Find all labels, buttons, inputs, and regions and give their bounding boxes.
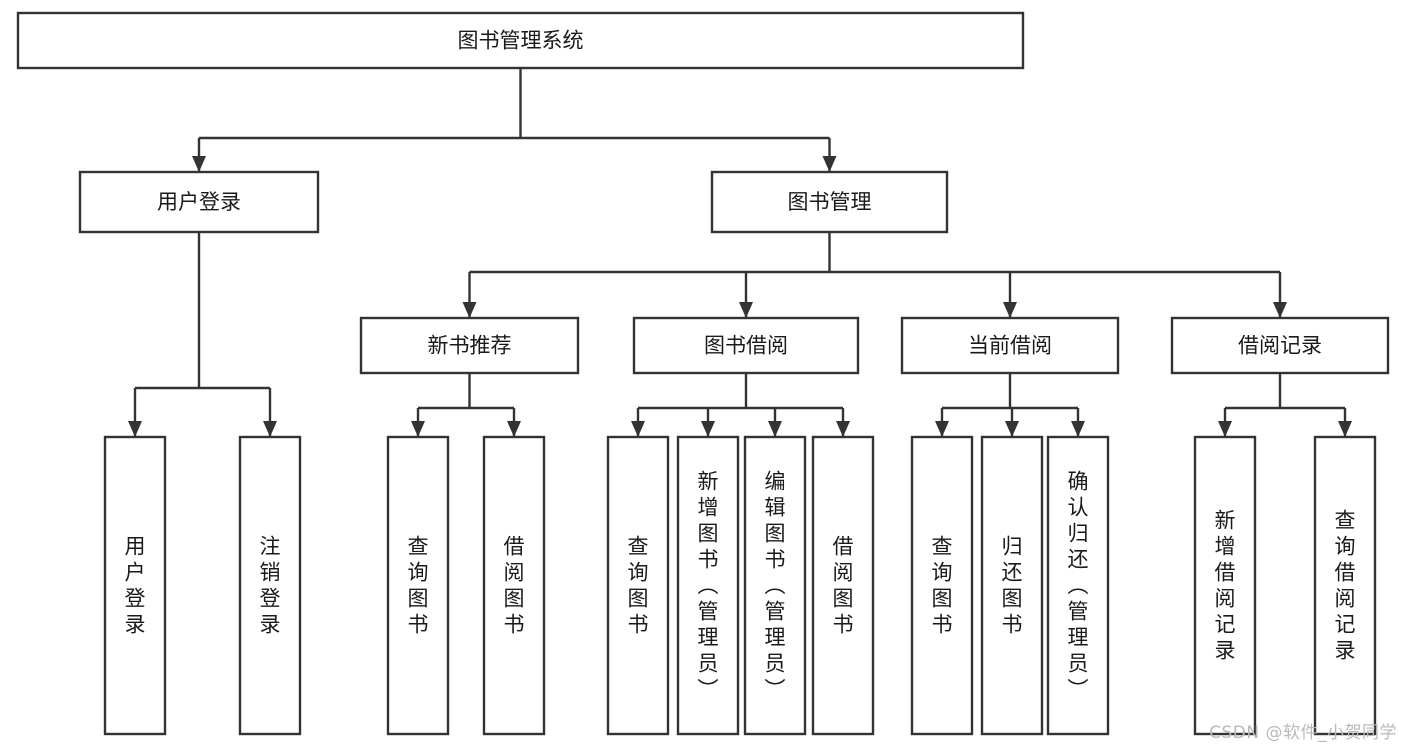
- node-leaf-rec-query-book[interactable]: 查询图书: [386, 435, 450, 736]
- node-box-leaf-record-query: [1313, 435, 1377, 736]
- node-new-book-rec[interactable]: 新书推荐: [359, 316, 580, 375]
- node-label-leaf-current-query-book: 查询图书: [932, 535, 953, 637]
- node-book-borrow[interactable]: 图书借阅: [632, 316, 860, 375]
- node-boxes-layer: 图书管理系统用户登录图书管理新书推荐图书借阅当前借阅借阅记录用户登录注销登录查询…: [16, 11, 1390, 736]
- node-leaf-borrow-add-book[interactable]: 新增图书︵管理员︶: [676, 435, 740, 736]
- node-leaf-user-login[interactable]: 用户登录: [103, 435, 167, 736]
- arrow-head-icon: [507, 421, 521, 437]
- arrow-head-icon: [1338, 421, 1352, 437]
- node-label-leaf-record-query: 查询借阅记录: [1335, 509, 1356, 663]
- node-box-leaf-borrow-lend-book: [811, 435, 875, 736]
- node-label-root: 图书管理系统: [458, 29, 584, 53]
- node-leaf-borrow-lend-book[interactable]: 借阅图书: [811, 435, 875, 736]
- node-box-leaf-borrow-add-book: [676, 435, 740, 736]
- node-label-leaf-borrow-edit-book: 编辑图书︵管理员︶: [765, 470, 786, 702]
- node-label-leaf-current-return-book: 归还图书: [1002, 535, 1023, 637]
- node-box-user-login: [78, 170, 320, 234]
- node-label-borrow-record: 借阅记录: [1238, 334, 1322, 358]
- arrow-head-icon: [128, 421, 142, 437]
- node-label-leaf-user-logout: 注销登录: [260, 535, 281, 637]
- node-box-leaf-current-confirm-return: [1046, 435, 1110, 736]
- node-user-login[interactable]: 用户登录: [78, 170, 320, 234]
- node-box-borrow-record: [1170, 316, 1390, 375]
- arrow-head-icon: [631, 421, 645, 437]
- arrow-head-icon: [1003, 302, 1017, 318]
- arrow-head-icon: [935, 421, 949, 437]
- connector-borrow-record-to-leaves: [1218, 373, 1352, 437]
- node-leaf-rec-borrow-book[interactable]: 借阅图书: [482, 435, 546, 736]
- node-label-leaf-current-confirm-return: 确认归还︵管理员︶: [1068, 470, 1089, 702]
- node-label-leaf-borrow-lend-book: 借阅图书: [833, 535, 854, 637]
- node-leaf-record-query[interactable]: 查询借阅记录: [1313, 435, 1377, 736]
- node-leaf-current-return-book[interactable]: 归还图书: [980, 435, 1044, 736]
- node-box-current-borrow: [900, 316, 1120, 375]
- node-label-leaf-record-add: 新增借阅记录: [1215, 509, 1236, 663]
- node-leaf-current-confirm-return[interactable]: 确认归还︵管理员︶: [1046, 435, 1110, 736]
- arrow-head-icon: [836, 421, 850, 437]
- arrow-head-icon: [462, 302, 477, 318]
- arrow-head-icon: [739, 302, 753, 318]
- node-box-leaf-current-query-book: [910, 435, 974, 736]
- connector-book-manage-to-level3: [462, 232, 1287, 318]
- node-label-leaf-borrow-add-book: 新增图书︵管理员︶: [698, 470, 719, 702]
- arrow-head-icon: [768, 421, 782, 437]
- node-leaf-current-query-book[interactable]: 查询图书: [910, 435, 974, 736]
- node-leaf-borrow-query-book[interactable]: 查询图书: [606, 435, 670, 736]
- arrow-head-icon: [263, 421, 277, 437]
- node-borrow-record[interactable]: 借阅记录: [1170, 316, 1390, 375]
- node-box-new-book-rec: [359, 316, 580, 375]
- arrow-head-icon: [701, 421, 715, 437]
- csdn-watermark: CSDN @软件_小贺同学: [1209, 723, 1397, 743]
- node-label-leaf-rec-borrow-book: 借阅图书: [504, 535, 525, 637]
- node-label-user-login: 用户登录: [157, 190, 241, 214]
- node-label-leaf-rec-query-book: 查询图书: [408, 535, 429, 637]
- node-box-book-borrow: [632, 316, 860, 375]
- node-label-leaf-user-login: 用户登录: [125, 535, 146, 637]
- connector-book-borrow-to-leaves: [631, 373, 850, 437]
- arrow-head-icon: [411, 421, 425, 437]
- node-leaf-user-logout[interactable]: 注销登录: [238, 435, 302, 736]
- connector-current-borrow-to-leaves: [935, 373, 1085, 437]
- node-box-leaf-borrow-query-book: [606, 435, 670, 736]
- arrow-head-icon: [192, 156, 206, 172]
- node-label-leaf-borrow-query-book: 查询图书: [628, 535, 649, 637]
- node-box-leaf-borrow-edit-book: [743, 435, 807, 736]
- node-box-leaf-rec-query-book: [386, 435, 450, 736]
- node-root[interactable]: 图书管理系统: [16, 11, 1025, 70]
- arrow-head-icon: [1273, 302, 1287, 318]
- node-current-borrow[interactable]: 当前借阅: [900, 316, 1120, 375]
- connector-root-to-level2: [192, 68, 837, 172]
- node-box-book-manage: [710, 170, 949, 234]
- node-label-current-borrow: 当前借阅: [968, 334, 1052, 358]
- node-box-root: [16, 11, 1025, 70]
- arrow-head-icon: [1071, 421, 1085, 437]
- connector-new-book-rec-to-leaves: [411, 373, 521, 437]
- node-book-manage[interactable]: 图书管理: [710, 170, 949, 234]
- node-leaf-record-add[interactable]: 新增借阅记录: [1193, 435, 1257, 736]
- node-box-leaf-user-login: [103, 435, 167, 736]
- arrow-head-icon: [822, 156, 837, 172]
- connector-user-login-to-leaves: [128, 232, 277, 437]
- connector-edges-layer: [128, 68, 1352, 437]
- arrow-head-icon: [1005, 421, 1019, 437]
- node-label-book-manage: 图书管理: [788, 190, 872, 214]
- node-box-leaf-user-logout: [238, 435, 302, 736]
- node-label-book-borrow: 图书借阅: [704, 334, 788, 358]
- arrow-head-icon: [1218, 421, 1232, 437]
- node-box-leaf-record-add: [1193, 435, 1257, 736]
- node-box-leaf-current-return-book: [980, 435, 1044, 736]
- node-label-new-book-rec: 新书推荐: [428, 334, 512, 358]
- node-box-leaf-rec-borrow-book: [482, 435, 546, 736]
- node-leaf-borrow-edit-book[interactable]: 编辑图书︵管理员︶: [743, 435, 807, 736]
